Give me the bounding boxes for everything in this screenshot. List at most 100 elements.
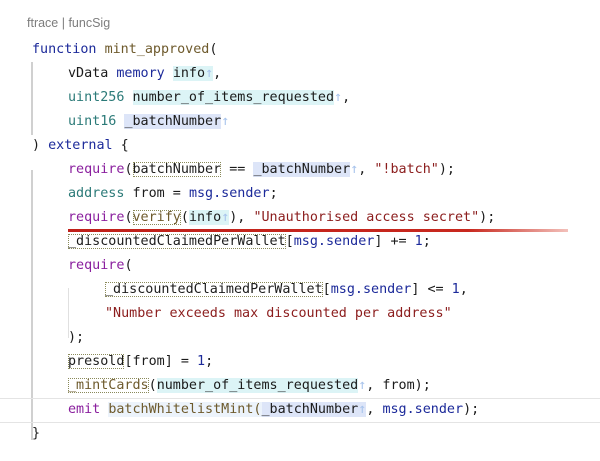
arrow-up-icon: ↑ [205,66,214,81]
code-token: _discountedClaimedPerWallet [68,234,286,249]
code-token: ( [180,210,189,225]
code-token: , [358,162,375,177]
code-token: ( [124,210,133,225]
code-token: { [112,138,129,153]
arrow-up-icon: ↑ [221,210,230,225]
code-line[interactable]: uint16 _batchNumber↑ [0,110,600,134]
code-token: [from] = [124,354,197,369]
code-token: batchWhitelistMint( [108,402,262,417]
code-editor[interactable]: function mint_approved(vData memory info… [0,38,600,446]
code-line[interactable]: require( [0,254,600,278]
code-line[interactable]: _discountedClaimedPerWallet[msg.sender] … [0,230,600,254]
code-token: "Number exceeds max discounted per addre… [105,306,452,321]
code-token: ] <= [411,282,452,297]
code-token: 1 [414,234,423,249]
code-token: ; [205,354,214,369]
code-token: number_of_items_requested [156,378,359,393]
code-token: , [366,402,383,417]
code-token: address [68,186,125,201]
code-token: [ [322,282,331,297]
code-token: , [213,66,222,81]
arrow-up-icon: ↑ [350,162,359,177]
code-line[interactable]: require(verify(info↑), "Unauthorised acc… [0,206,600,230]
code-token: number_of_items_requested [132,90,335,105]
row-divider [0,422,600,423]
code-line[interactable]: } [0,422,600,446]
code-token: external [48,138,113,153]
code-token: 1 [451,282,460,297]
code-token: function [32,42,105,57]
arrow-up-icon: ↑ [334,90,343,105]
code-token [124,90,132,105]
code-line[interactable]: ) external { [0,134,600,158]
code-token: require [68,162,125,177]
code-line[interactable]: address from = msg.sender; [0,182,600,206]
code-token: ); [479,210,496,225]
code-token: from = [124,186,189,201]
code-token: ( [124,162,133,177]
code-token: emit [68,402,101,417]
code-token: mint_approved [104,42,210,57]
code-token: ) [32,138,49,153]
code-token: vData [68,66,117,81]
code-token: ( [148,378,157,393]
code-line[interactable]: _discountedClaimedPerWallet[msg.sender] … [0,278,600,302]
code-line[interactable]: presold[from] = 1; [0,350,600,374]
indent-guide [31,170,33,440]
code-token: _batchNumber [261,402,359,417]
code-token: require [68,210,125,225]
code-token: require [68,258,125,273]
code-token: ; [269,186,278,201]
code-line[interactable]: _mintCards(number_of_items_requested↑, f… [0,374,600,398]
code-token: _batchNumber [124,114,222,129]
code-token: ); [438,162,455,177]
code-line[interactable]: "Number exceeds max discounted per addre… [0,302,600,326]
code-token: uint16 [68,114,117,129]
arrow-up-icon: ↑ [358,378,367,393]
code-token: , from); [366,378,431,393]
code-token: info [172,66,206,81]
indent-guide [68,288,69,338]
code-token: 1 [197,354,206,369]
red-underline-annotation [68,229,568,232]
code-token: info [188,210,222,225]
code-line[interactable]: require(batchNumber == _batchNumber↑, "!… [0,158,600,182]
code-token: } [32,426,41,441]
code-token: [ [285,234,294,249]
code-token: == [221,162,254,177]
code-token: , [342,90,351,105]
code-token [165,66,173,81]
code-token: batchNumber [132,162,222,177]
code-token: msg.sender [188,186,270,201]
code-token: , [459,282,468,297]
code-token: "!batch" [374,162,439,177]
code-token: _mintCards [68,378,149,393]
code-token: _discountedClaimedPerWallet [105,282,323,297]
code-line[interactable]: uint256 number_of_items_requested↑, [0,86,600,110]
indent-guide [31,62,33,135]
code-token: presold [68,354,125,369]
code-line[interactable]: vData memory info↑, [0,62,600,86]
code-token: memory [116,66,165,81]
code-token: ( [209,42,218,57]
code-token: verify [132,210,181,225]
row-divider [0,398,600,399]
code-token: ), [229,210,254,225]
code-token: ); [463,402,480,417]
code-token: msg.sender [293,234,375,249]
code-token: uint256 [68,90,125,105]
code-line[interactable]: emit batchWhitelistMint(_batchNumber↑, m… [0,398,600,422]
code-token: msg.sender [330,282,412,297]
code-token: ( [124,258,133,273]
code-line[interactable]: ); [0,326,600,350]
codelens-header[interactable]: ftrace | funcSig [27,16,111,30]
code-token: ] += [374,234,415,249]
arrow-up-icon: ↑ [358,402,367,417]
code-token: msg.sender [382,402,464,417]
code-line[interactable]: function mint_approved( [0,38,600,62]
code-token: _batchNumber [253,162,351,177]
code-token: ; [422,234,431,249]
arrow-up-icon: ↑ [221,114,230,129]
code-token: "Unauthorised access secret" [253,210,480,225]
code-token: ); [68,330,85,345]
